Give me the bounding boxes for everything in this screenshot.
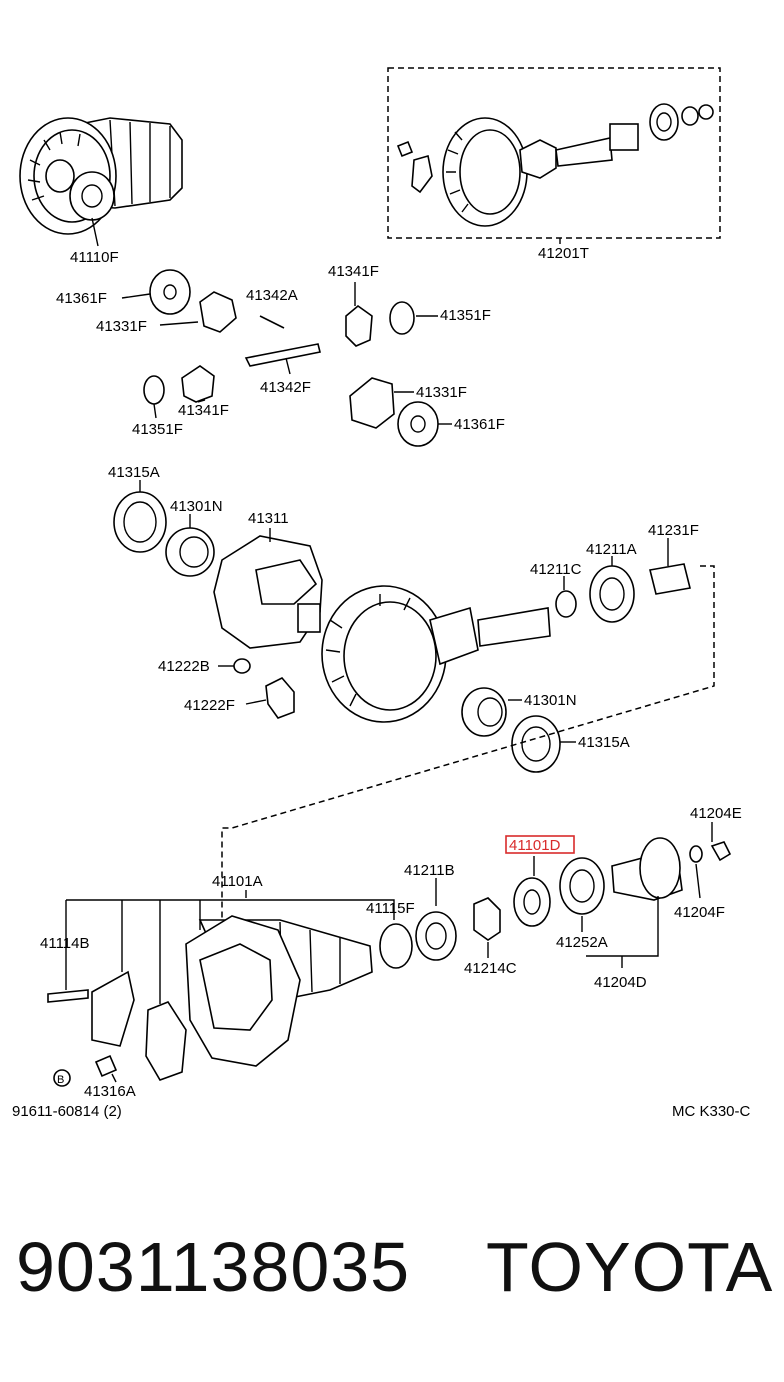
label-41214C: 41214C bbox=[464, 960, 517, 977]
highlight-box-41101D bbox=[505, 835, 575, 854]
label-41301N-b: 41301N bbox=[524, 692, 577, 709]
label-41315A-b: 41315A bbox=[578, 734, 630, 751]
label-41115F: 41115F bbox=[366, 900, 415, 917]
label-41315A-a: 41315A bbox=[108, 464, 160, 481]
label-41204D: 41204D bbox=[594, 974, 647, 991]
label-41101D: 41101D bbox=[509, 837, 561, 854]
ring-pinion-kit-drawing bbox=[396, 103, 714, 227]
label-41301N-a: 41301N bbox=[170, 498, 223, 515]
label-41114B: 41114B bbox=[40, 935, 90, 952]
label-41110F: 41110F bbox=[70, 249, 119, 266]
label-41204F: 41204F bbox=[674, 904, 725, 921]
label-41331F-b: 41331F bbox=[416, 384, 467, 401]
label-41222B: 41222B bbox=[158, 658, 210, 675]
label-41231F: 41231F bbox=[648, 522, 699, 539]
label-41351F-b: 41351F bbox=[132, 421, 183, 438]
label-41311: 41311 bbox=[248, 510, 289, 527]
label-41351F-a: 41351F bbox=[440, 307, 491, 324]
label-41222F: 41222F bbox=[184, 697, 235, 714]
label-41252A: 41252A bbox=[556, 934, 608, 951]
label-41341F-a: 41341F bbox=[328, 263, 379, 280]
label-41211A: 41211A bbox=[586, 541, 637, 558]
label-41101A: 41101A bbox=[212, 873, 263, 890]
label-41331F-a: 41331F bbox=[96, 318, 147, 335]
label-91611-60814: 91611-60814 (2) bbox=[12, 1103, 122, 1120]
label-41341F-b: 41341F bbox=[178, 402, 229, 419]
differential-assembly-drawing bbox=[19, 117, 183, 235]
parts-diagram: 41110F 41201T 41361F 41342A 41341F bbox=[12, 67, 751, 1120]
label-41361F-a: 41361F bbox=[56, 290, 107, 307]
label-41201T: 41201T bbox=[538, 245, 589, 262]
diagram-code: MC K330-C bbox=[672, 1103, 751, 1120]
brand-text: TOYOTA bbox=[486, 1228, 774, 1306]
label-41316A: 41316A bbox=[84, 1083, 136, 1100]
label-41211C: 41211C bbox=[530, 561, 582, 578]
bolt-marker-icon: B bbox=[57, 1074, 64, 1086]
carrier-and-ring-gear-drawing bbox=[113, 491, 691, 773]
label-41211B: 41211B bbox=[404, 862, 455, 879]
label-41361F-b: 41361F bbox=[454, 416, 505, 433]
label-41204E: 41204E bbox=[690, 805, 742, 822]
label-41342A: 41342A bbox=[246, 287, 298, 304]
pinion-gears-drawing bbox=[143, 269, 439, 447]
housing-drawing bbox=[47, 837, 732, 1081]
label-41342F: 41342F bbox=[260, 379, 311, 396]
part-number-text: 9031138035 bbox=[16, 1228, 411, 1306]
